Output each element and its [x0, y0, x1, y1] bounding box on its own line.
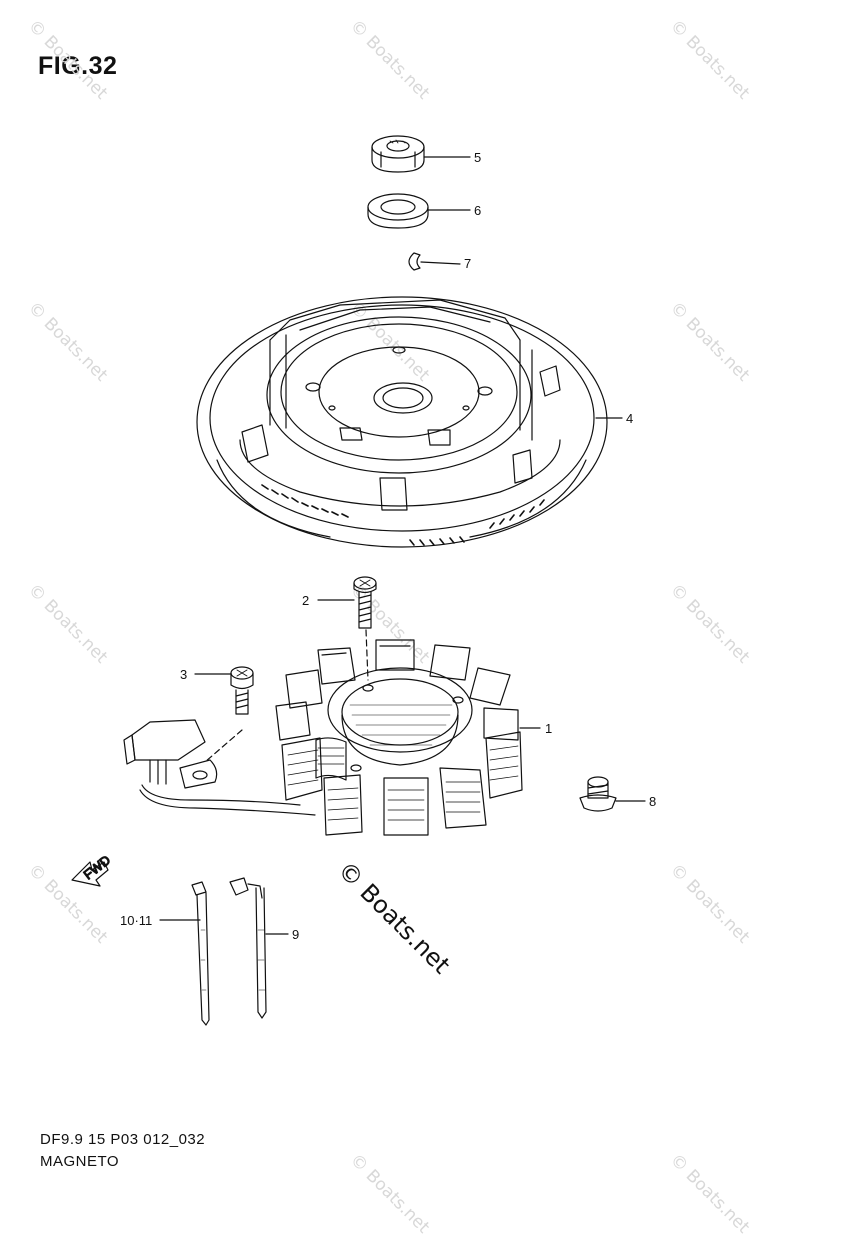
- leader-7: [420, 261, 461, 265]
- key-part-7: [408, 252, 421, 271]
- bolt-part-3: [230, 666, 254, 715]
- wire-harness: [123, 719, 316, 816]
- washer-part-6: [367, 193, 429, 229]
- flywheel-part-4: [196, 296, 608, 548]
- callout-2: 2: [302, 593, 309, 608]
- coil-windings: [281, 731, 523, 836]
- cable-tie-part-10-11: [191, 881, 210, 1026]
- callout-8: 8: [649, 794, 656, 809]
- callout-10-11: 10·11: [120, 913, 152, 928]
- callout-1: 1: [545, 721, 552, 736]
- screw-part-2: [353, 576, 377, 629]
- forward-arrow-icon: FWD: [71, 852, 114, 887]
- centerline-2: [365, 629, 369, 681]
- figure-code: DF9.9 15 P03 012_032: [40, 1131, 206, 1148]
- ring-gear-teeth: [261, 484, 545, 546]
- figure-name: MAGNETO: [40, 1153, 120, 1170]
- nut-part-5: [371, 135, 425, 173]
- parts-diagram: FWD 5 6 7 4 2 3 1 8 9 10·11: [71, 135, 656, 1026]
- cable-tie-part-9: [229, 877, 267, 1019]
- figure-title: FIG.32: [38, 52, 118, 80]
- centerline-3: [204, 729, 243, 763]
- stator-part-1: [275, 639, 523, 836]
- callout-9: 9: [292, 927, 299, 942]
- callout-6: 6: [474, 203, 481, 218]
- callout-3: 3: [180, 667, 187, 682]
- bolt-part-8: [579, 776, 617, 812]
- callout-4: 4: [626, 411, 633, 426]
- callout-7: 7: [464, 256, 471, 271]
- callout-labels: 5 6 7 4 2 3 1 8 9 10·11: [120, 150, 656, 942]
- callout-5: 5: [474, 150, 481, 165]
